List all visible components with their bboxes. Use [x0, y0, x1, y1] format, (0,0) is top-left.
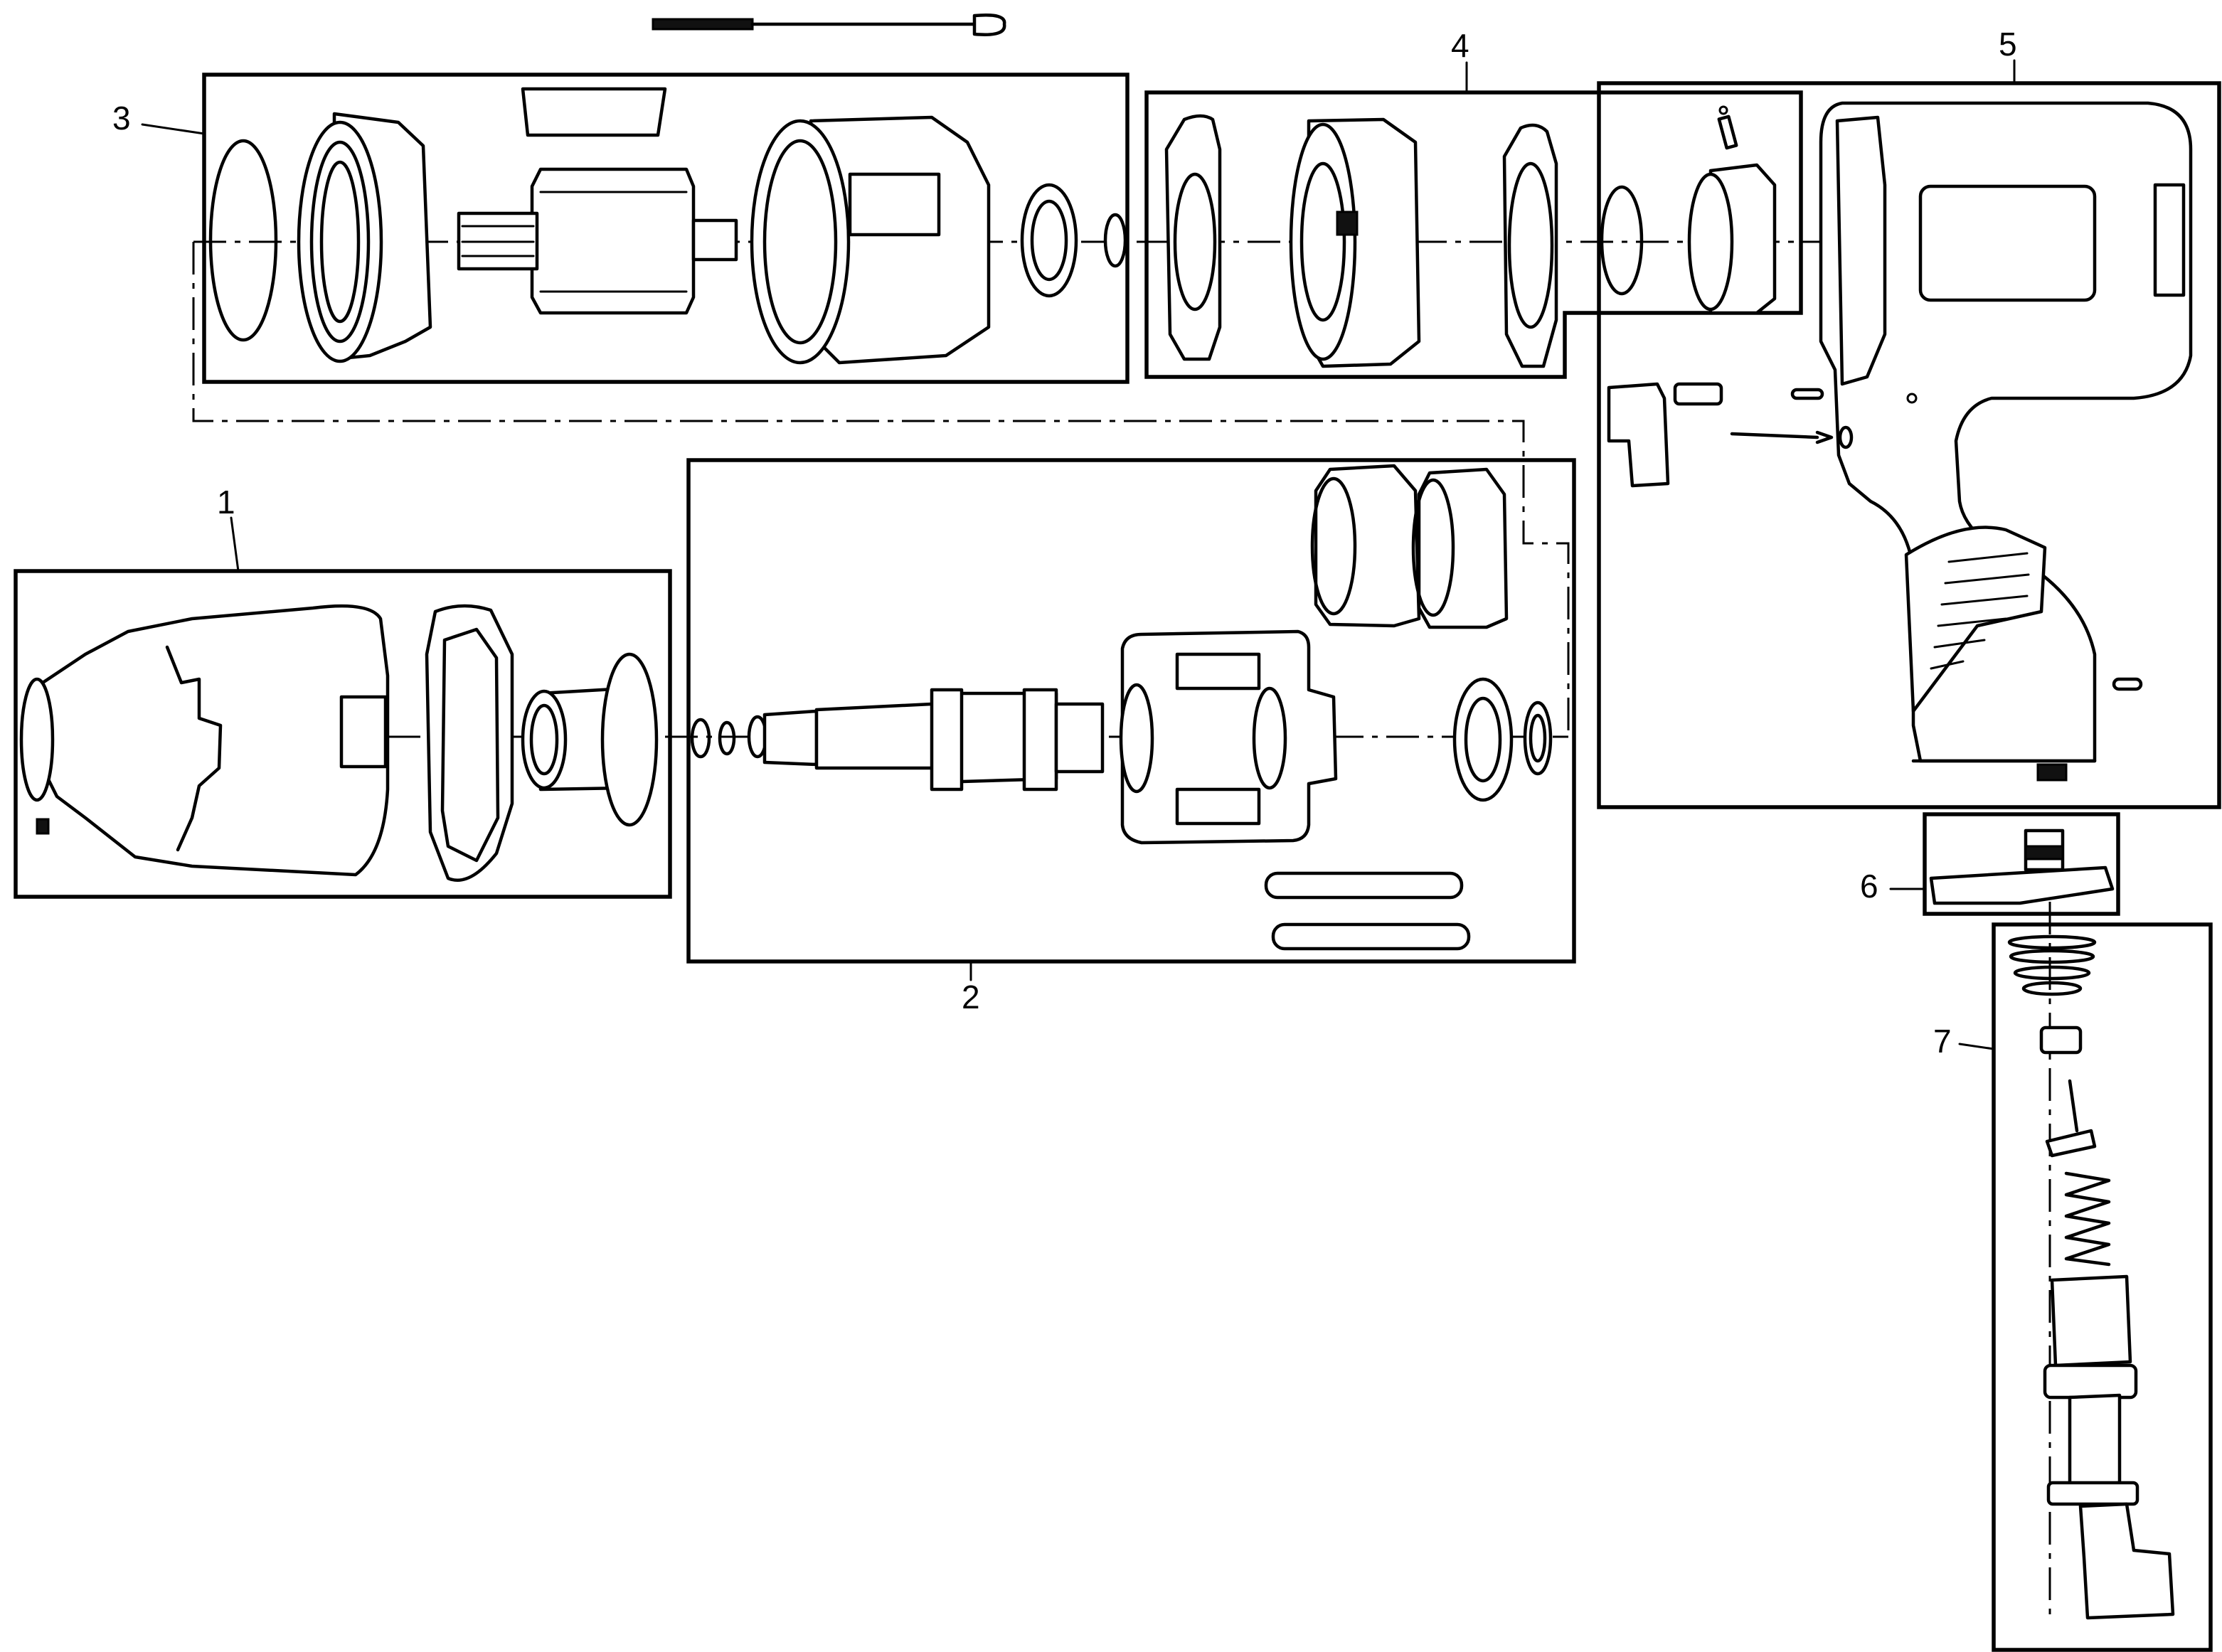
- trigger-slot: [1673, 382, 1723, 406]
- group-5-housing: 5: [1597, 26, 2221, 809]
- trigger-pin-slot: [1790, 388, 1824, 400]
- hammer-pin-2: [1271, 922, 1471, 951]
- rear-bearing: [1452, 677, 1514, 802]
- air-inlet-plate: [1929, 865, 2115, 905]
- group-7-leader: [1958, 1043, 1995, 1050]
- group-1-leader: [230, 516, 240, 572]
- anvil: [762, 709, 819, 767]
- hammer-block-1: [1314, 464, 1421, 628]
- group-4-frame: [1144, 90, 1803, 379]
- retaining-ring: [690, 718, 711, 759]
- group-5-number: 5: [1999, 26, 2017, 63]
- inlet-nut: [2039, 1025, 2083, 1055]
- group-4-number: 4: [1451, 27, 1469, 64]
- swivel-fitting: [2078, 1502, 2175, 1620]
- snap-ring: [1103, 213, 1127, 268]
- group-2-hammer-mechanism: 2: [686, 458, 1576, 1016]
- group-5-frame: [1597, 81, 2221, 809]
- gasket: [1502, 123, 1558, 368]
- group-7-number: 7: [1933, 1023, 1952, 1060]
- group-3-leader: [141, 123, 206, 135]
- valve-o-ring: [1600, 185, 1644, 296]
- seal: [1523, 700, 1553, 776]
- group-1-hammer-case: 1: [14, 484, 672, 899]
- rotor-vane: [521, 87, 667, 137]
- group-3-number: 3: [112, 100, 131, 137]
- hammer-case: [30, 604, 390, 877]
- group-2-number: 2: [962, 979, 980, 1016]
- group-7-frame: [1992, 922, 2213, 1652]
- front-gasket: [425, 604, 514, 883]
- group-3-frame: [202, 73, 1129, 384]
- group-4-end-plate: 4: [1144, 27, 1803, 379]
- assembly-axes: [192, 240, 2051, 1621]
- valve-spring: [2064, 1171, 2111, 1267]
- inlet-bushing: [2050, 1274, 2132, 1368]
- trigger: [1607, 382, 1670, 488]
- o-ring: [208, 139, 278, 342]
- trigger-pin: [1730, 432, 1819, 439]
- tie-rod: [652, 14, 1006, 36]
- hammer-block-2: [1417, 467, 1509, 629]
- grip: [1904, 526, 2047, 713]
- group-1-number: 1: [217, 484, 235, 521]
- group-1-frame: [14, 569, 672, 899]
- group-6-end-plate: 6: [1860, 812, 2120, 916]
- valve-stem: [2068, 1079, 2079, 1133]
- hammer-pin-1: [1264, 871, 1464, 900]
- group-6-number: 6: [1860, 868, 1878, 905]
- group-6-frame: [1923, 812, 2120, 916]
- group-7-air-inlet: 7: [1933, 922, 2213, 1652]
- group-2-frame: [686, 458, 1576, 964]
- group-3-motor: 3: [112, 73, 1129, 384]
